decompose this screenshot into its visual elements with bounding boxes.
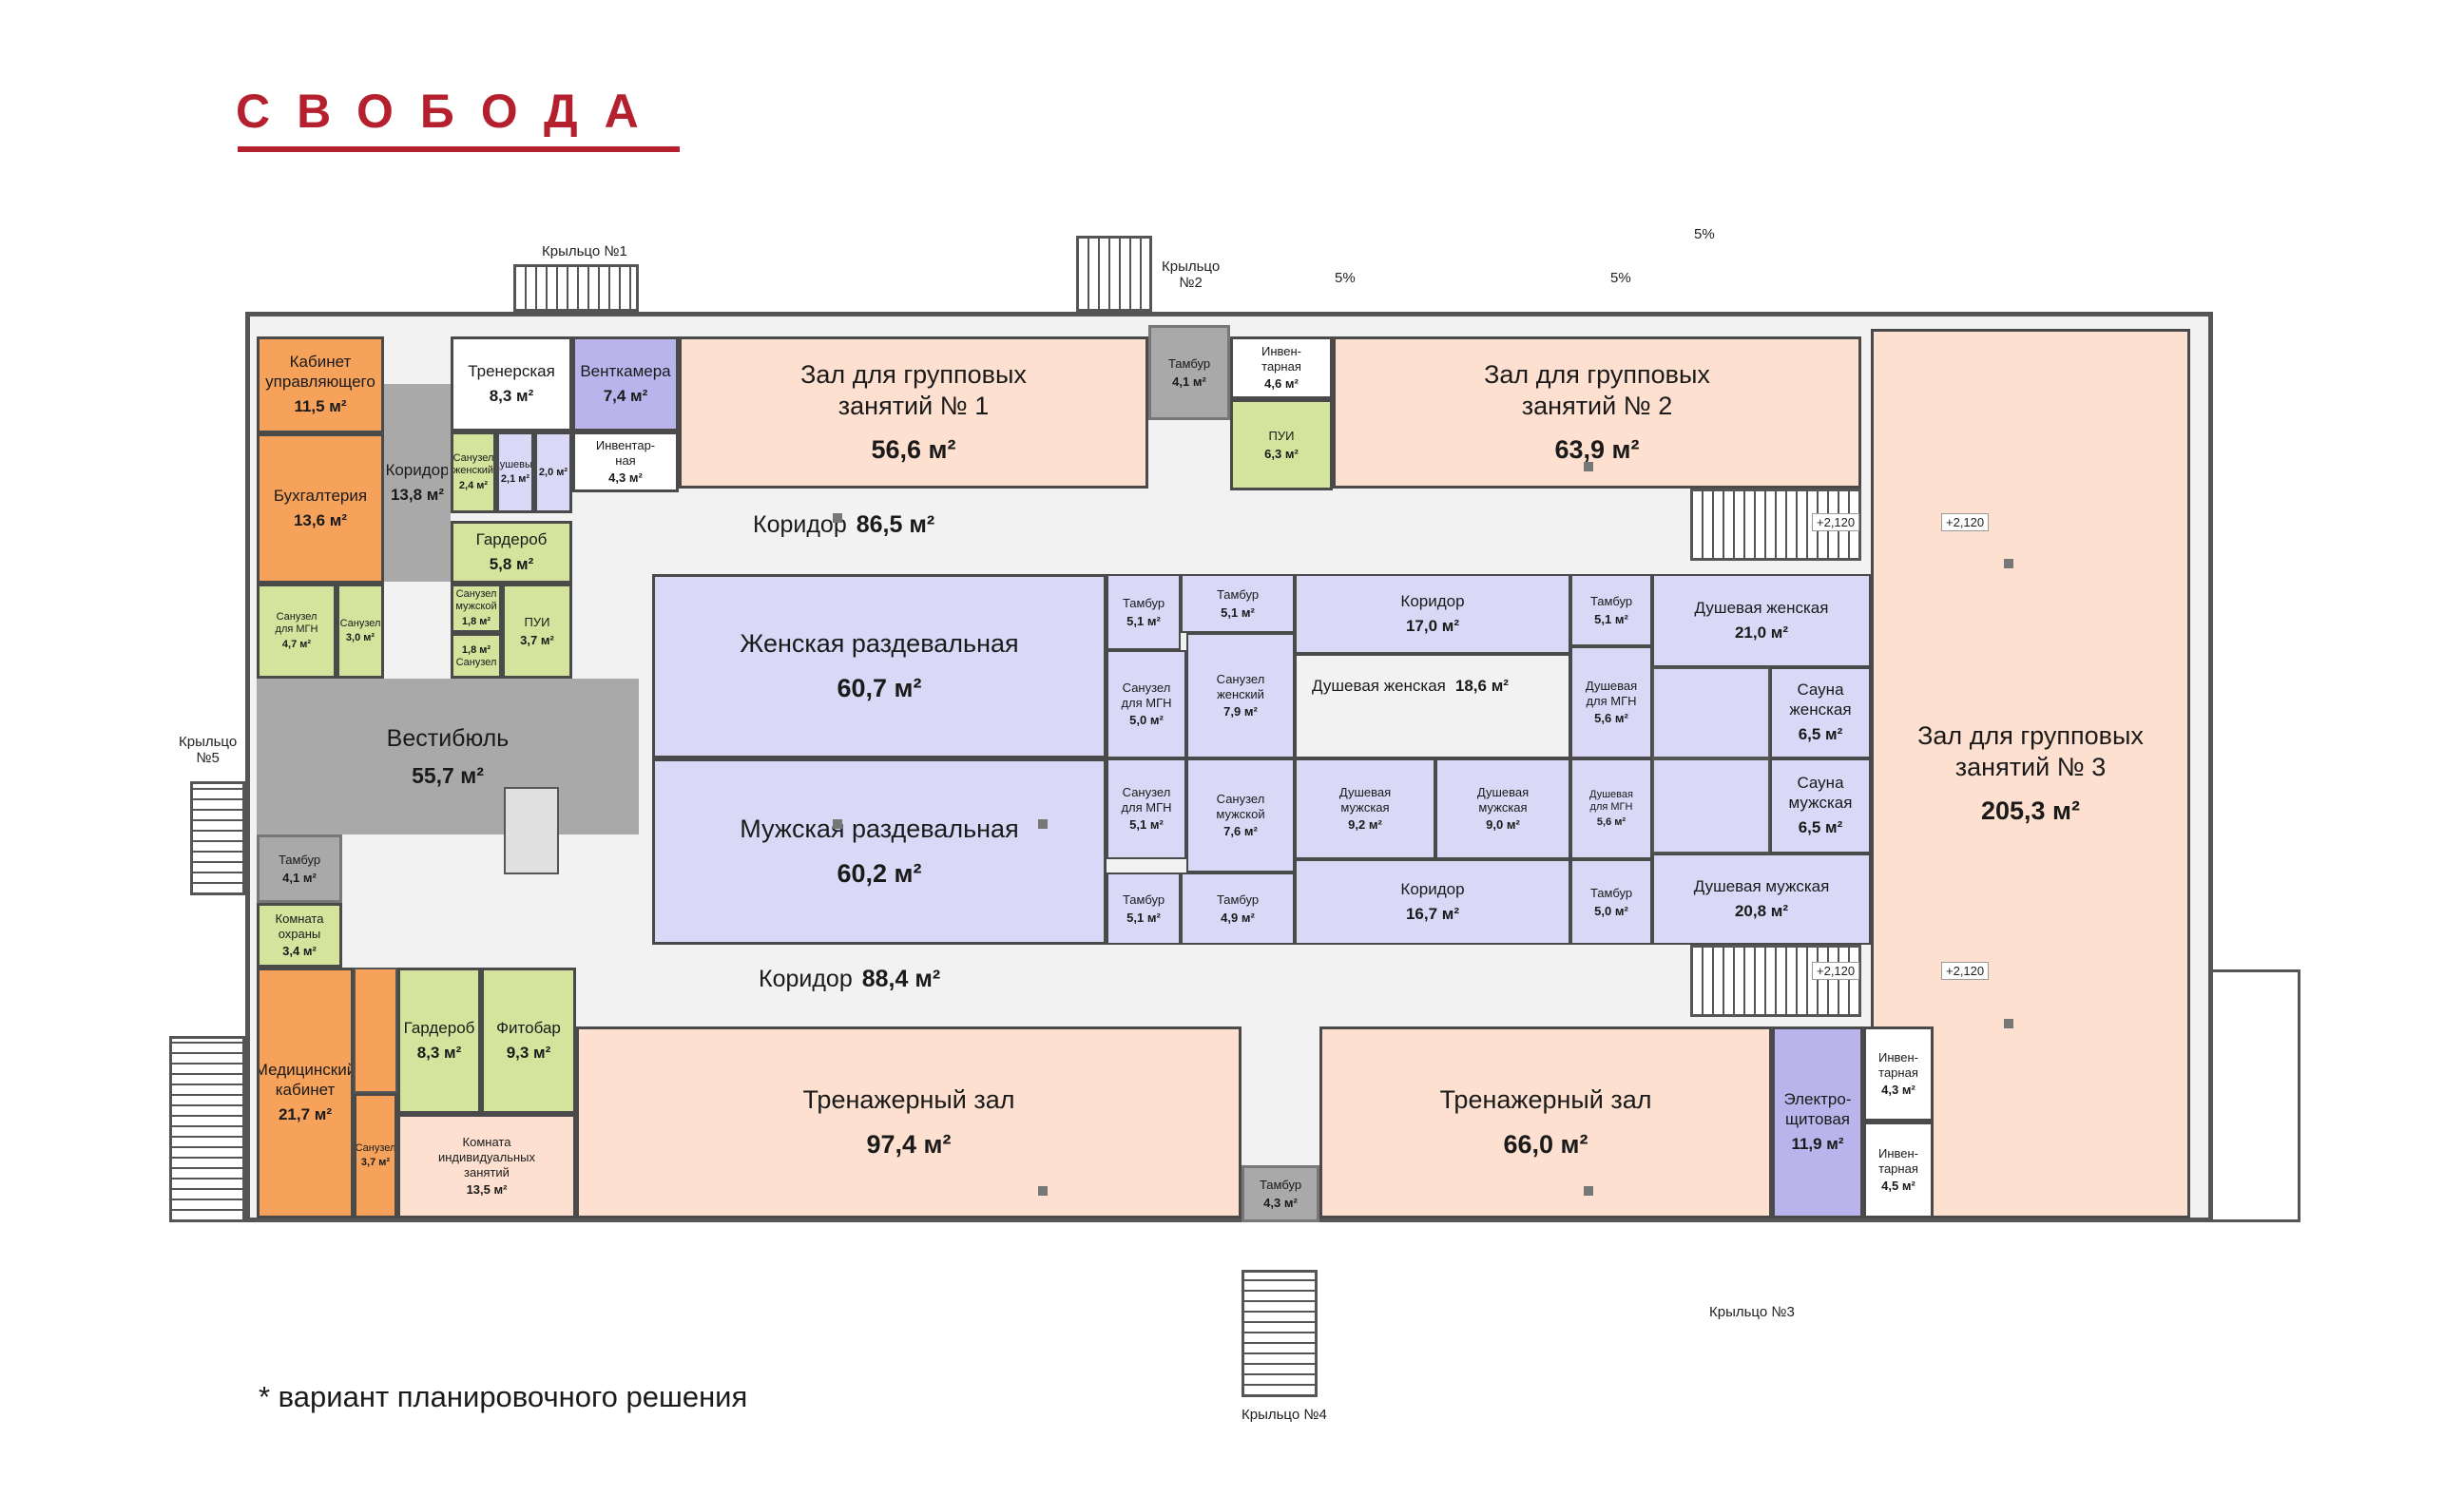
stairs-lower: [1690, 945, 1861, 1017]
room-showers-a: Душевые2,1 м²: [496, 432, 534, 513]
slope-label: 5%: [1610, 270, 1631, 286]
column: [2004, 559, 2013, 568]
level-mark: +2,120: [1812, 962, 1860, 980]
porch-2-steps: [1076, 236, 1152, 312]
shower-area-women-r: [1652, 667, 1770, 758]
porch-1-steps: [513, 264, 639, 312]
porch-4-steps: [1242, 1270, 1318, 1397]
porch-2-label: Крыльцо №2: [1162, 259, 1221, 291]
level-mark: +2,120: [1941, 962, 1990, 980]
brand-logo: СВОБОДА: [236, 85, 665, 138]
porch-3-label: Крыльцо №3: [1709, 1304, 1795, 1320]
medical-partition: [354, 968, 397, 1093]
level-mark: +2,120: [1812, 513, 1860, 531]
porch-5-label: Крыльцо №5: [179, 734, 238, 766]
room-showers-b: 2,0 м²: [534, 432, 572, 513]
room-shower-women-c: [1295, 654, 1570, 758]
column: [833, 513, 842, 523]
column: [2004, 1019, 2013, 1028]
level-mark: +2,120: [1941, 513, 1990, 531]
porch-5-steps: [190, 781, 245, 895]
shower-area-men-r: [1652, 758, 1770, 853]
footnote: * вариант планировочного решения: [259, 1380, 748, 1413]
column: [1038, 819, 1048, 829]
brand-underline: [238, 146, 680, 152]
slope-label: 5%: [1335, 270, 1356, 286]
column: [833, 819, 842, 829]
east-ramp: [2204, 969, 2300, 1222]
reception-desk: [504, 787, 559, 874]
west-exterior-stairs: [169, 1036, 245, 1222]
column: [1038, 1186, 1048, 1196]
porch-1-label: Крыльцо №1: [542, 243, 627, 259]
slope-label: 5%: [1694, 226, 1715, 242]
porch-4-label: Крыльцо №4: [1242, 1407, 1327, 1423]
column: [1584, 462, 1593, 471]
column: [1584, 1186, 1593, 1196]
